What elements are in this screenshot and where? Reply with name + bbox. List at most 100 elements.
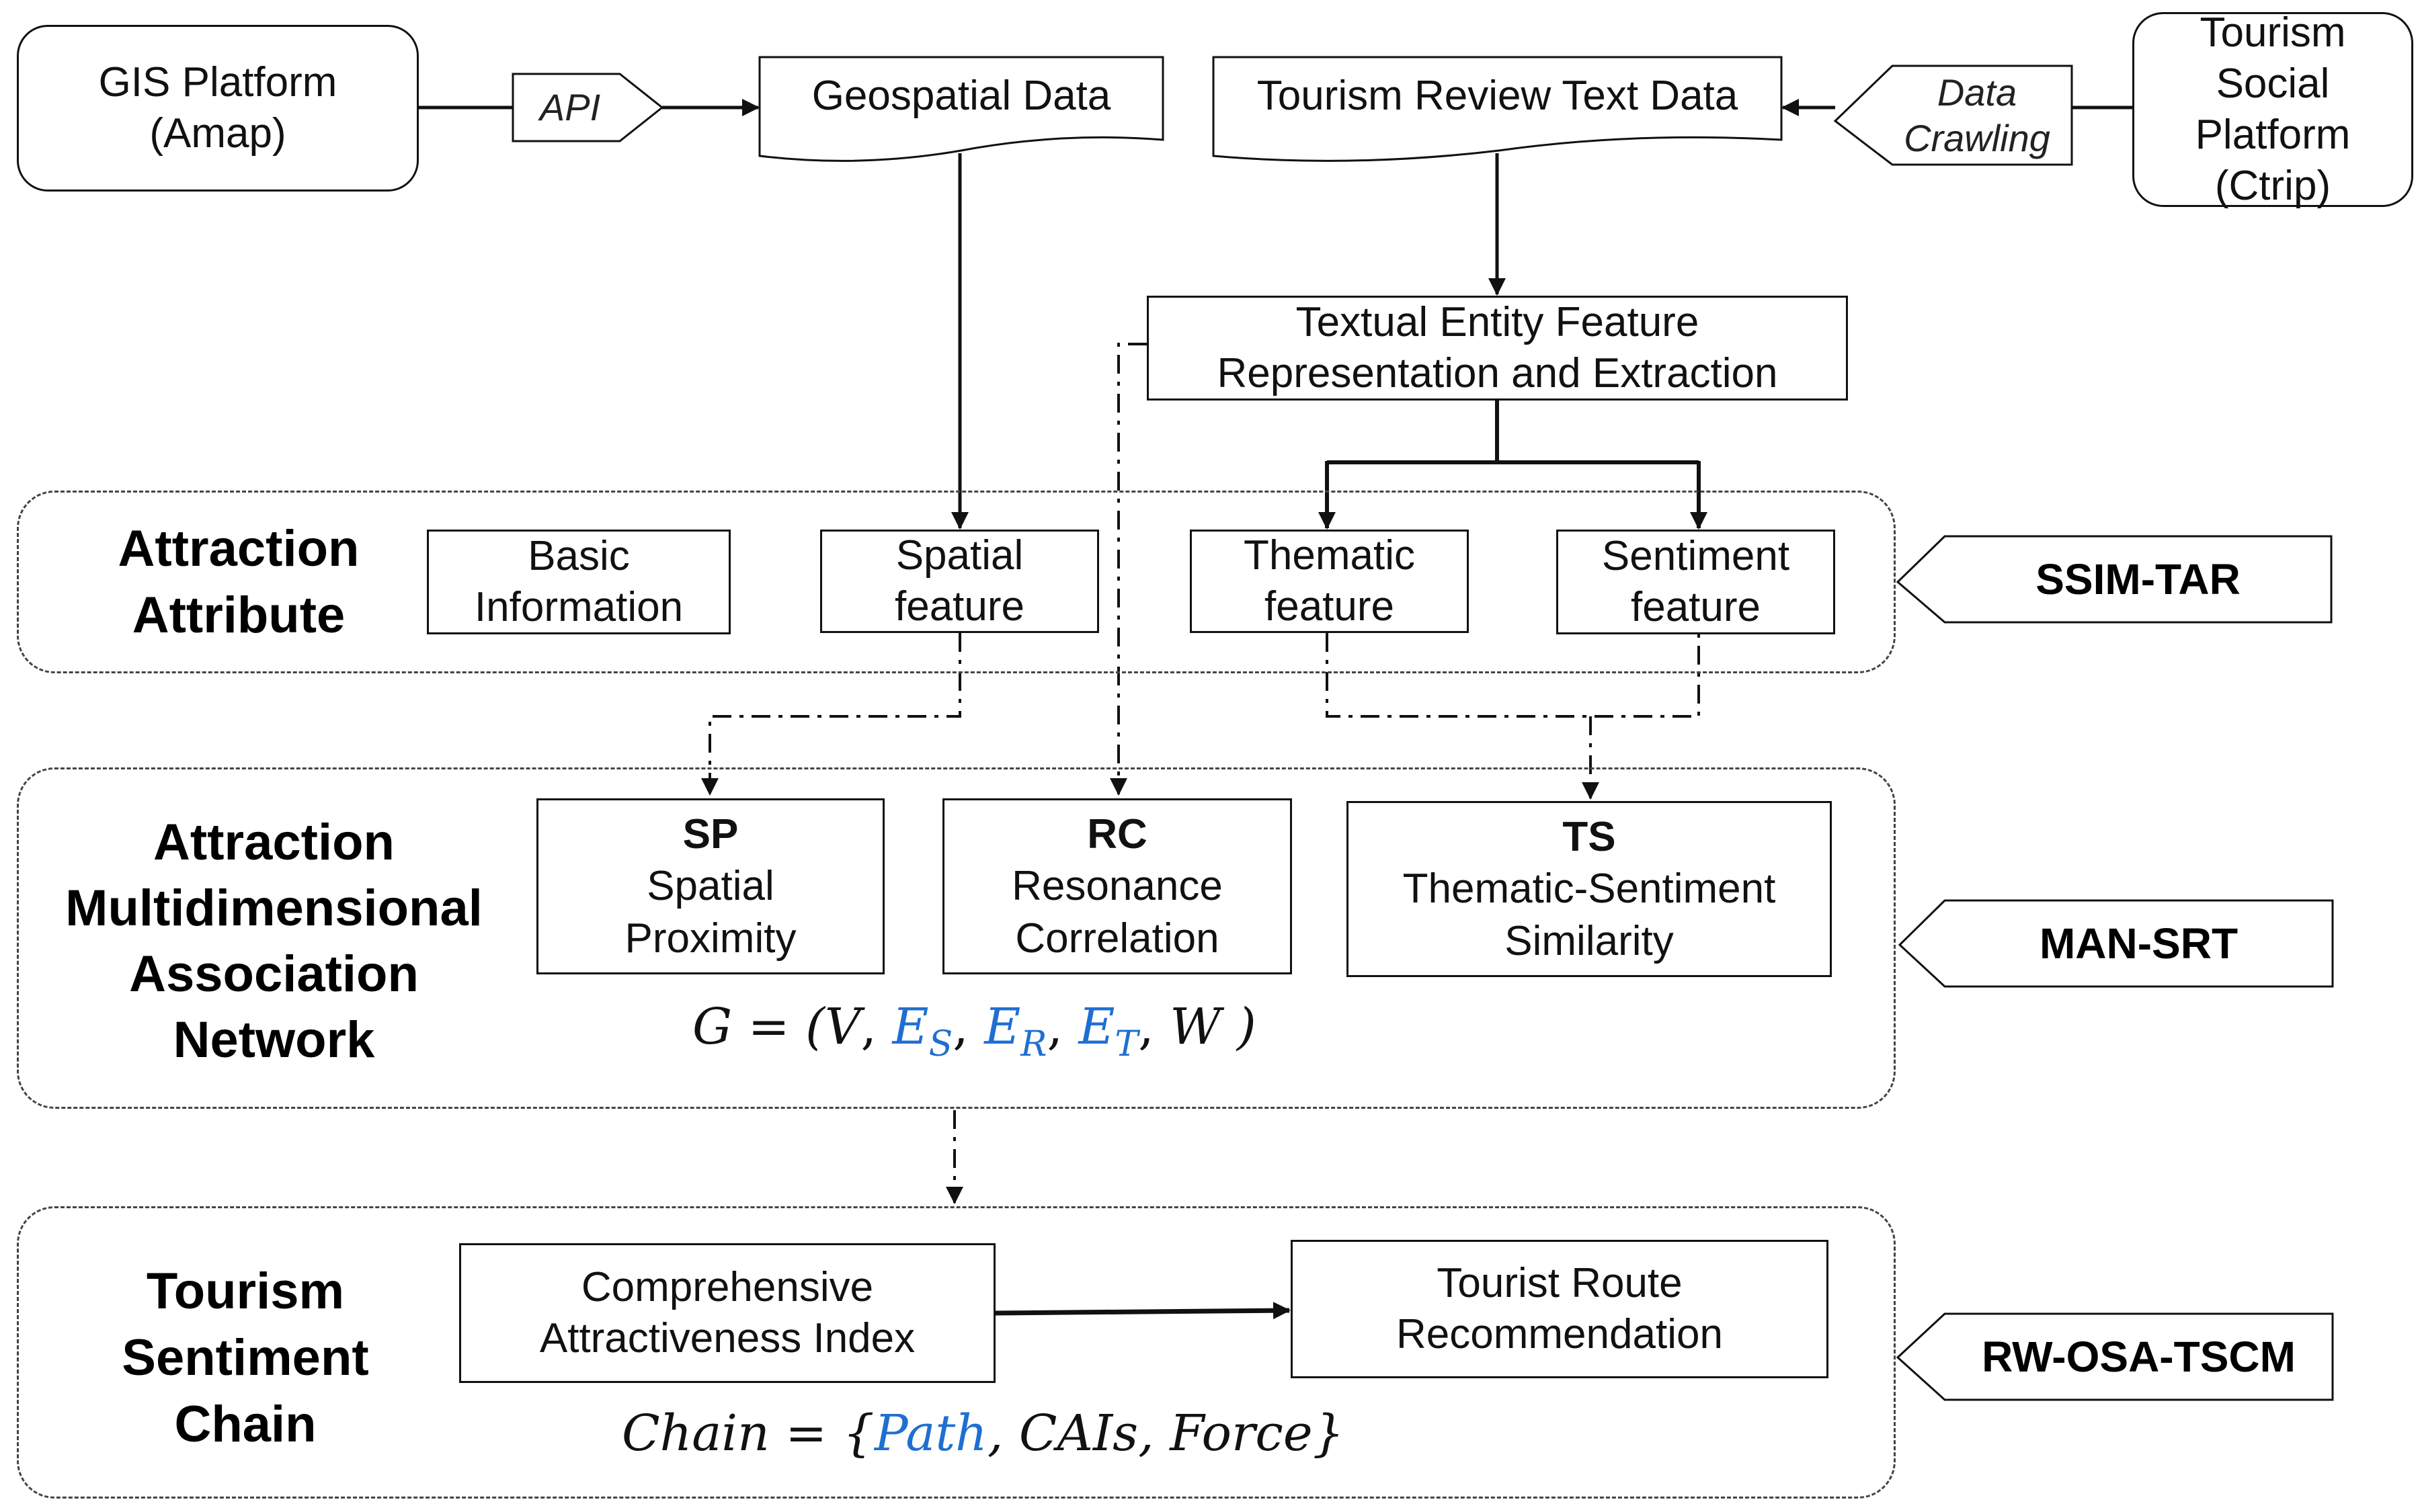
- rc-line: Resonance: [1012, 863, 1223, 910]
- sentiment-feature-box: Sentiment feature: [1556, 530, 1835, 634]
- formula-et-sub: T: [1115, 1024, 1139, 1064]
- formula-es-base: E: [892, 998, 929, 1056]
- gis-platform-line: GIS Platform: [98, 59, 337, 106]
- layer3-region: [17, 1206, 1896, 1499]
- formula-er-base: E: [984, 998, 1021, 1056]
- formula-et: ET: [1078, 998, 1138, 1064]
- basic-information-line: Basic: [528, 533, 630, 580]
- sp-box: SP Spatial Proximity: [536, 798, 885, 974]
- geospatial-data-text: Geospatial Data: [811, 72, 1111, 119]
- features-to-ts-dashed: [1326, 633, 1700, 798]
- ts-box: TS Thematic-Sentiment Similarity: [1346, 801, 1832, 977]
- layer3-title: Tourism Sentiment Chain: [74, 1259, 417, 1458]
- chain-formula-lhs: Chain = {: [622, 1404, 875, 1462]
- tourism-review-text: Tourism Review Text Data: [1256, 72, 1738, 119]
- ssim-tar-text: SSIM-TAR: [2035, 555, 2241, 603]
- layer1-title-line: Attribute: [132, 586, 346, 644]
- social-platform-line: (Ctrip): [2214, 163, 2331, 210]
- rc-abbr: RC: [1087, 810, 1147, 857]
- basic-information-line: Information: [474, 584, 684, 630]
- textual-extraction-line: Representation and Extraction: [1217, 350, 1778, 396]
- spatial-feature-box: Spatial feature: [820, 530, 1099, 633]
- sentiment-feature-line: feature: [1630, 584, 1761, 630]
- thematic-feature-line: feature: [1264, 583, 1395, 630]
- formula-g-close: ): [1221, 998, 1256, 1056]
- ts-line: Thematic-Sentiment: [1402, 866, 1776, 913]
- ts-abbr: TS: [1562, 813, 1616, 860]
- social-platform-line: Tourism: [2200, 9, 2346, 56]
- rc-box: RC Resonance Correlation: [942, 798, 1292, 974]
- man-srt-text: MAN-SRT: [2039, 919, 2238, 968]
- textual-extraction-line: Textual Entity Feature: [1295, 299, 1699, 346]
- formula-g-lhs: G = (: [692, 998, 825, 1056]
- spatial-feature-line: feature: [894, 583, 1025, 630]
- cai-line: Comprehensive: [581, 1264, 874, 1311]
- layer3-title-line: Chain: [174, 1395, 317, 1453]
- data-crawling-line: Crawling: [1904, 116, 2050, 159]
- route-recommendation-box: Tourist Route Recommendation: [1291, 1240, 1828, 1378]
- gis-platform-box: GIS Platform (Amap): [17, 25, 419, 192]
- sp-line: Proximity: [624, 915, 797, 962]
- rc-line: Correlation: [1015, 915, 1219, 962]
- sp-line: Spatial: [647, 863, 774, 910]
- spatial-feature-line: Spatial: [895, 532, 1024, 579]
- chain-formula-close: }: [1312, 1404, 1344, 1462]
- layer1-title-line: Attraction: [118, 520, 360, 577]
- route-recommendation-line: Recommendation: [1396, 1311, 1723, 1357]
- layer2-title-line: Association: [129, 946, 419, 1003]
- basic-information-box: Basic Information: [427, 530, 731, 634]
- layer2-region: [17, 767, 1896, 1109]
- chain-formula-rest: , CAIs, Force: [987, 1404, 1313, 1462]
- formula-er: ER: [984, 998, 1047, 1064]
- formula-et-base: E: [1078, 998, 1115, 1056]
- network-formula: G = (V, ES, ER, ET, W ): [692, 998, 1256, 1064]
- formula-er-sub: R: [1020, 1024, 1047, 1064]
- geospatial-data-label: Geospatial Data: [760, 57, 1163, 134]
- textual-to-features-branch: [1327, 401, 1699, 464]
- gis-platform-line: (Amap): [149, 110, 286, 157]
- cai-to-route-arrow: [995, 1302, 1291, 1320]
- data-crawling-line: Data: [1937, 71, 2017, 114]
- api-pentagon-shape: [512, 73, 664, 142]
- api-label: API: [513, 74, 627, 141]
- textual-to-rc-dashed: [1110, 343, 1147, 796]
- thematic-feature-box: Thematic feature: [1190, 530, 1469, 633]
- thematic-feature-line: Thematic: [1244, 532, 1415, 579]
- tourism-review-label: Tourism Review Text Data: [1213, 57, 1781, 134]
- social-platform-box: Tourism Social Platform (Ctrip): [2132, 9, 2413, 209]
- sp-abbr: SP: [682, 810, 739, 857]
- layer3-title-line: Sentiment: [122, 1329, 369, 1386]
- textual-extraction-box: Textual Entity Feature Representation an…: [1147, 296, 1848, 401]
- layer1-region: [17, 491, 1896, 673]
- layer3-title-line: Tourism: [146, 1263, 345, 1320]
- rw-osa-tscm-text: RW-OSA-TSCM: [1982, 1333, 2296, 1381]
- formula-v: V: [825, 998, 861, 1056]
- ssim-tar-tag: SSIM-TAR: [1945, 536, 2331, 622]
- rw-osa-tscm-tag: RW-OSA-TSCM: [1945, 1314, 2333, 1400]
- layer2-title-line: Multidimensional: [65, 880, 483, 937]
- sentiment-feature-line: Sentiment: [1601, 533, 1790, 580]
- layer1-title: Attraction Attribute: [64, 516, 413, 649]
- formula-es: ES: [892, 998, 953, 1064]
- formula-w: W: [1170, 998, 1221, 1056]
- data-crawling-label: Data Crawling: [1882, 66, 2072, 165]
- layer2-title: Attraction Multidimensional Association …: [24, 810, 524, 1073]
- geospatial-doc-shape: [758, 56, 1164, 162]
- formula-es-sub: S: [928, 1024, 953, 1064]
- social-platform-line: Platform: [2195, 112, 2351, 158]
- ts-line: Similarity: [1504, 917, 1674, 964]
- chain-formula: Chain = {Path, CAIs, Force}: [622, 1404, 1344, 1462]
- man-srt-tag: MAN-SRT: [1945, 900, 2333, 986]
- route-recommendation-line: Tourist Route: [1437, 1260, 1683, 1307]
- social-platform-line: Social: [2216, 60, 2330, 107]
- cai-line: Attractiveness Index: [539, 1315, 916, 1361]
- review-doc-shape: [1212, 56, 1783, 162]
- rw-osa-tscm-tag-shape: [1896, 1312, 2334, 1401]
- chain-formula-path: Path: [874, 1404, 987, 1462]
- ssim-tar-tag-shape: [1896, 535, 2333, 624]
- spatial-to-sp-dashed: [701, 633, 961, 796]
- cai-box: Comprehensive Attractiveness Index: [459, 1243, 996, 1383]
- api-label-text: API: [539, 86, 601, 129]
